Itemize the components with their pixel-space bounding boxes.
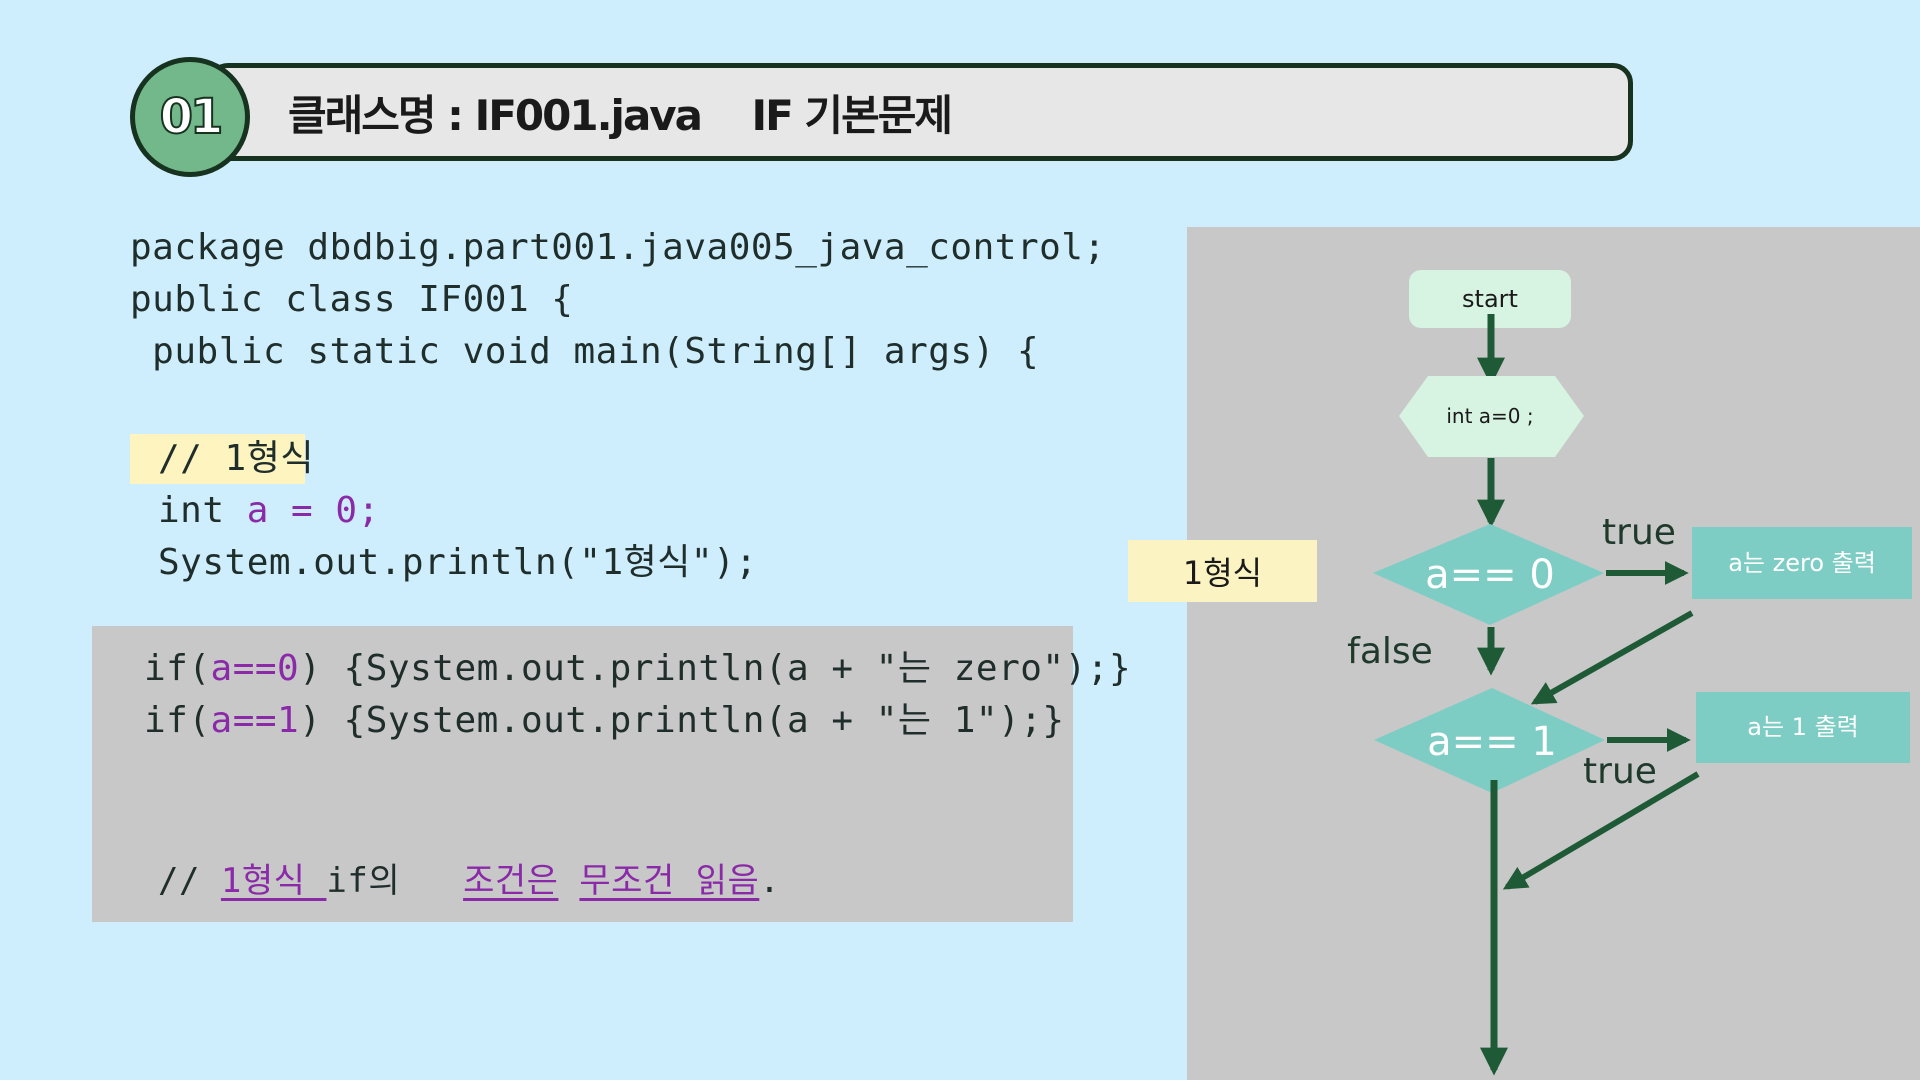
code-if-one: if(a==1) {System.out.println(a + "는 1");… (144, 695, 1065, 747)
start-node (1409, 270, 1571, 328)
badge-number: 01 (159, 88, 225, 146)
if-keyword: if( (144, 648, 211, 689)
code-if-zero: if(a==0) {System.out.println(a + "는 zero… (144, 643, 1131, 695)
if-code-panel (92, 626, 1073, 922)
cond1-label: a== 0 (1425, 552, 1555, 598)
keyword-int: int (158, 490, 247, 531)
cond2-node (1374, 688, 1605, 793)
note-mid: if의 (326, 861, 443, 901)
note-suffix: . (759, 861, 781, 901)
out2-label: a는 1 출력 (1747, 713, 1858, 741)
number-badge: 01 (130, 57, 250, 177)
true-label-1: true (1602, 512, 1676, 553)
if-condition: a==1 (210, 700, 300, 741)
comment-highlight (130, 434, 305, 484)
code-int-declaration: int a = 0; (158, 485, 380, 537)
out1-label: a는 zero 출력 (1728, 549, 1876, 577)
start-label: start (1462, 285, 1518, 313)
flowchart-panel (1187, 227, 1920, 1080)
false-label: false (1347, 631, 1433, 672)
code-comment-1: // 1형식 (158, 438, 314, 479)
out2-node (1696, 692, 1910, 763)
note-part-1: 1형식 (220, 861, 327, 901)
note-part-2: 조건은 (463, 861, 559, 901)
code-println: System.out.println("1형식"); (158, 542, 758, 583)
out1-node (1692, 527, 1912, 599)
arrow-out1-return (1530, 610, 1694, 705)
page-title: 클래스명 : IF001.java IF 기본문제 (288, 91, 953, 140)
arrow-out2-return (1502, 771, 1700, 890)
if-keyword: if( (144, 700, 211, 741)
cond1-node (1373, 524, 1604, 625)
if-body: ) {System.out.println(a + "는 1");} (299, 700, 1065, 741)
if-condition: a==0 (210, 648, 300, 689)
cond2-label: a== 1 (1427, 719, 1557, 765)
title-bar (208, 63, 1633, 161)
note-part-3: 무조건 읽음 (579, 861, 760, 901)
init-label: int a=0 ; (1446, 404, 1533, 428)
if-body: ) {System.out.println(a + "는 zero");} (299, 648, 1132, 689)
code-note: // 1형식 if의 조건은 무조건 읽음. (158, 855, 780, 907)
code-line-class: public class IF001 { (130, 279, 574, 320)
code-line-main: public static void main(String[] args) { (130, 331, 1040, 372)
init-node (1399, 376, 1584, 457)
true-label-2: true (1583, 751, 1657, 792)
flowchart-side-label: 1형식 (1128, 540, 1317, 602)
note-prefix: // (158, 861, 221, 901)
code-line-package: package dbdbig.part001.java005_java_cont… (130, 227, 1106, 268)
var-assignment: a = 0; (246, 490, 380, 531)
